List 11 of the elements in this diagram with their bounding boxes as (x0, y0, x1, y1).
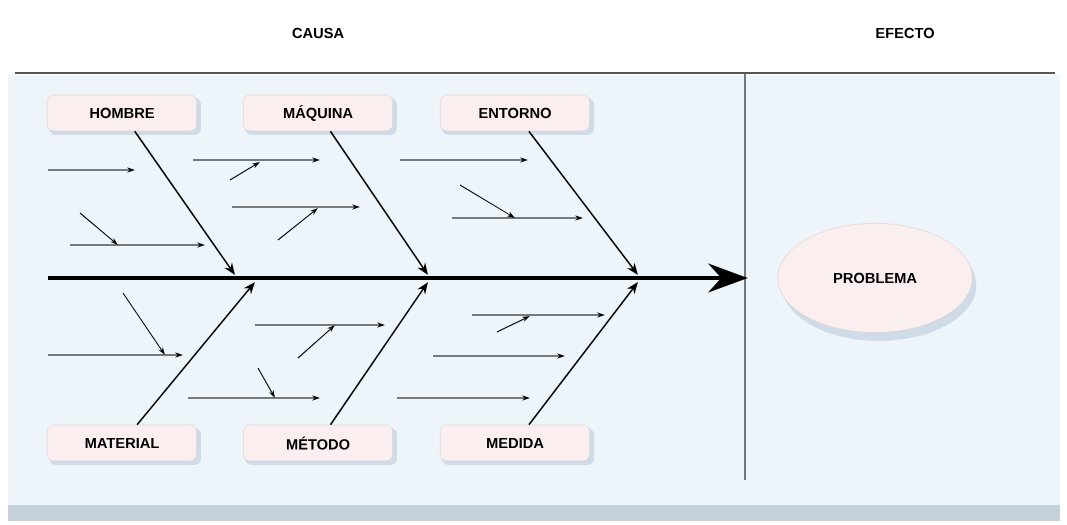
category-box: ENTORNO (440, 94, 594, 135)
bone-arrow (528, 130, 638, 275)
bone-arrow (136, 282, 255, 426)
column-heading: EFECTO (876, 27, 934, 39)
category-box: MATERIAL (47, 424, 201, 465)
category-box: MÁQUINA (243, 94, 397, 135)
category-box: HOMBRE (47, 94, 201, 135)
column-heading: CAUSA (292, 27, 344, 39)
category-box: MEDIDA (440, 424, 594, 465)
category-box: MÉTODO (243, 424, 397, 465)
bone-arrow (528, 282, 638, 426)
